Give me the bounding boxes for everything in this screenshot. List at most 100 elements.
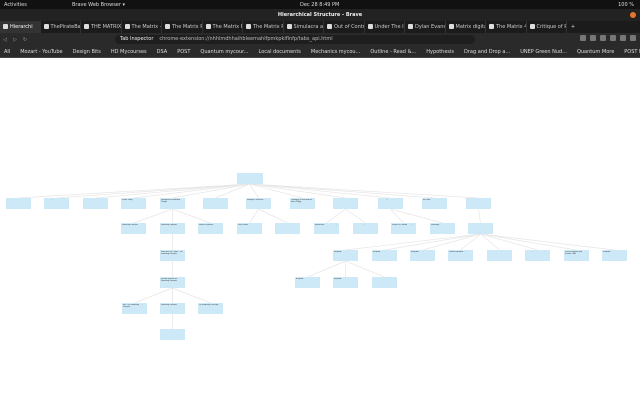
browser-tab[interactable]: THE MATRIX [81, 21, 122, 33]
reload-icon[interactable]: ↻ [22, 36, 28, 43]
tree-node[interactable]: Bound Perception: Neo - Examining Concep… [121, 223, 146, 234]
tree-node[interactable]: Simulacra and Simulation [203, 198, 228, 209]
extensions-puzzle-icon[interactable] [620, 35, 626, 41]
browser-tab[interactable]: ThePirateBay [41, 21, 81, 33]
bookmark-item[interactable]: Local documents [258, 48, 301, 55]
browser-tab[interactable]: The Matrix Re [243, 21, 284, 33]
tree-node[interactable]: Deep Reading: What You Do [353, 223, 378, 234]
bookmark-item[interactable]: UNEP Green Nud... [520, 48, 567, 55]
tree-node[interactable]: Dialectic Game Between the Oracle Frame [237, 223, 262, 234]
tree-node[interactable]: The Matrix Reloaded: Systems and Red Pil… [160, 277, 185, 288]
app-menu[interactable]: Brave Web Browser ▾ [72, 1, 126, 8]
tree-node[interactable]: Character Tension? [275, 223, 300, 234]
menu-icon[interactable] [630, 35, 636, 41]
bookmark-item[interactable]: Mozart - YouTube [20, 48, 63, 55]
tree-node[interactable]: Zion 01 Agent Smith Series - Wikipedia [410, 250, 435, 261]
browser-tab[interactable]: Simulacra an [284, 21, 324, 33]
tree-node[interactable]: Building a Hierarchy in Zion: Guard Tree… [160, 250, 185, 261]
tree-node-label: Lorem Ipsum [6, 198, 17, 200]
tree-node[interactable]: Specific Knowledge in Digital Theories o… [391, 223, 416, 234]
bookmark-item[interactable]: Design Bits [72, 48, 101, 55]
bookmark-item[interactable]: All [4, 48, 11, 55]
tree-node[interactable]: Hierarchies in Code: Zion and Machine Ne… [198, 223, 223, 234]
tree-node[interactable]: The Matrix - Wikipedia [468, 223, 493, 234]
tree-node[interactable]: The Matrix Revolutions - Wikipedia [333, 250, 358, 261]
tree-node[interactable]: Neo Arrives - Wikipedia [487, 250, 512, 261]
clock[interactable]: Dec 28 8:49 PM [300, 1, 340, 8]
browser-tab[interactable]: Under The Inf [365, 21, 405, 33]
browser-tab[interactable]: The Matrix Re [162, 21, 203, 33]
tree-node[interactable]: Matrix Philosophy: Key Themes Explained [448, 250, 473, 261]
tree-node-label: Matrix Philosophy: Key Themes Explained [448, 250, 467, 254]
browser-tab[interactable]: Out of Contro [324, 21, 365, 33]
tree-node[interactable]: The Matrix Revolutions - Wikipedia [333, 277, 358, 288]
tree-node[interactable]: Matrix Lore Explained - Wikipedia [372, 250, 397, 261]
tree-edge [480, 233, 577, 251]
bookmark-item[interactable]: Outline - Read &... [370, 48, 417, 55]
tree-node-box [160, 223, 185, 234]
tree-node[interactable]: Root [237, 173, 263, 184]
browser-tab[interactable]: Critique of Pu [527, 21, 567, 33]
extension-icon[interactable] [610, 35, 616, 41]
browser-tab[interactable]: The Matrix 4 [486, 21, 527, 33]
browser-tab[interactable]: The Matrix - V [122, 21, 162, 33]
tree-node[interactable]: The Matrix Reloaded - Wikipedia [295, 277, 320, 288]
browser-tab[interactable]: Matrix digital [446, 21, 486, 33]
tree-node[interactable]: Hierarchy Defined: Red Pill - The Examin… [198, 303, 223, 314]
tree-node[interactable]: False Knowledge in Zion - The Examining … [160, 223, 185, 234]
tree-node[interactable]: The Matrix Resurrections: Critical Recep… [564, 250, 589, 261]
back-icon[interactable]: ◁ [3, 36, 7, 43]
bookmark-item[interactable]: Quantum More [576, 48, 615, 55]
tree-node[interactable]: Design Composition Through Architecture [314, 223, 339, 234]
bookmark-item[interactable]: Mechanics mycou... [310, 48, 361, 55]
bookmark-item[interactable]: POST More [624, 48, 640, 55]
tree-node[interactable]: Untitled [160, 329, 185, 340]
bookmark-item[interactable]: Drag and Drop a... [464, 48, 511, 55]
tree-node[interactable]: Neo's Choices in Zion - The Examining Co… [160, 303, 185, 314]
forward-icon[interactable]: ▷ [13, 36, 17, 43]
tree-node[interactable]: Matrix [333, 198, 358, 209]
tree-node-label: Building a Hierarchy in Zion: Guard Tree… [160, 250, 184, 256]
window-title-bar: Hierarchical Structure - Brave [0, 9, 640, 21]
tree-node[interactable]: Matrix digital rain: Character and Code [422, 198, 447, 209]
browser-tab[interactable]: The Matrix Re [203, 21, 243, 33]
tree-node-label: Hierarchy Defined: Red Pill - The Examin… [198, 303, 221, 307]
tree-node-label: Neo's Choices in Zion - The Examining Co… [160, 303, 183, 307]
tree-node-box [160, 198, 185, 209]
extension-icon[interactable] [580, 35, 586, 41]
bookmark-item[interactable]: DSA [156, 48, 168, 55]
tree-node[interactable]: Fabric [83, 198, 108, 209]
tree-node[interactable]: Lorem Ipsum [6, 198, 31, 209]
bookmark-item[interactable]: POST [177, 48, 191, 55]
activities-button[interactable]: Activities [4, 1, 27, 8]
tree-edge [249, 183, 346, 199]
browser-tab[interactable]: Hierarchi [0, 21, 41, 33]
extension-icon[interactable] [600, 35, 606, 41]
tree-node[interactable]: The Matrix 4 - Wikipedia [372, 277, 397, 288]
tree-node[interactable]: Under the Influence: Philosophy of Mind … [290, 198, 315, 209]
tree-node[interactable]: Beneath the Surface: A Deeper Study [121, 198, 146, 209]
bookmark-item[interactable]: HD Mycourses [110, 48, 147, 55]
browser-tab[interactable]: Dylan Evans [405, 21, 446, 33]
extension-icon[interactable] [590, 35, 596, 41]
tree-node-label: Under the Influence: Philosophy of Mind … [290, 198, 313, 204]
tree-node[interactable]: Dr Ethology [378, 198, 403, 209]
bookmark-item[interactable]: Hypothesis [426, 48, 455, 55]
tree-node[interactable]: Merovingian Lore - Wikipedia [525, 250, 550, 261]
tree-node[interactable]: Experiments in Hierarchy: Neo - The Exam… [122, 303, 147, 314]
close-window-button[interactable] [630, 12, 636, 18]
tree-edge [172, 208, 211, 224]
battery-status[interactable]: 100 % [618, 1, 634, 8]
tree-node[interactable]: The Matrix 4 Resurrections [466, 198, 491, 209]
tree-node[interactable]: Critique of Pure Reason - Wikipedia [602, 250, 627, 261]
new-tab-button[interactable]: + [570, 24, 576, 30]
tree-node[interactable]: Out of Control: Rise of Neo-biological C… [246, 198, 271, 209]
tree-node[interactable]: Hierarchy Structure [44, 198, 69, 209]
tree-node[interactable]: The Matrix Series as an Exploration of S… [160, 198, 185, 209]
tree-edge [390, 208, 443, 224]
tree-node-box [160, 329, 185, 340]
bookmark-item[interactable]: Quantum mycour... [200, 48, 249, 55]
tree-node[interactable]: How Cinema Tells Specific Knowledge [430, 223, 455, 234]
